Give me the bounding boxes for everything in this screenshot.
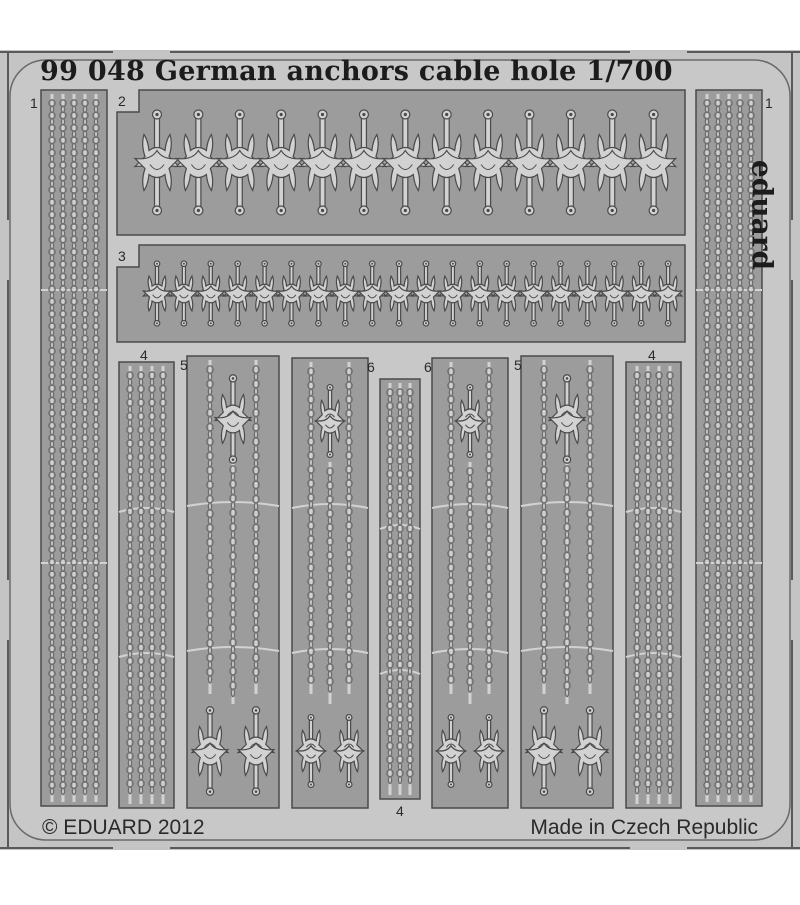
anchor-part [464,149,512,216]
anchor-part [652,284,684,327]
anchor-part [276,284,307,327]
anchor-part [505,149,554,216]
anchor-part [598,284,630,327]
anchor-part [333,744,365,789]
anchor-part [222,284,254,327]
part-number-label: 4 [396,803,404,819]
chain-strip-part-1 [695,89,763,807]
anchor-part [133,149,181,216]
part-number-label: 4 [140,347,148,363]
anchor-part [629,149,678,216]
anchor-part [435,744,467,789]
anchor-part [190,741,230,796]
part-number-label: 1 [30,95,38,111]
anchor-part [381,149,429,216]
anchor-part [314,414,346,459]
anchor-part [545,284,576,327]
anchor-part [383,284,415,327]
anchor-part [572,284,603,327]
anchor-part [464,284,496,327]
anchor-part [588,149,636,216]
brand-logo: eduard [745,159,779,271]
chain-strip-part-1 [40,89,108,807]
anchor-part [174,149,223,216]
anchor-part [329,284,361,327]
part-number-label: 6 [424,359,432,375]
anchor-part [340,149,388,216]
anchor-part [195,284,227,327]
sheet-title: 99 048 German anchors cable hole 1/700 [40,56,673,87]
fret-rails [0,51,800,849]
chain-panel-part-4 [118,361,175,809]
anchor-part [410,284,442,327]
part-number-label: 6 [367,359,375,375]
fret-side-rails [7,52,793,848]
anchor-part [298,149,347,216]
anchor-part [168,284,200,327]
anchor-part [547,409,587,464]
anchor-part [314,383,346,428]
part-number-label: 1 [765,95,773,111]
anchor-part [295,744,327,789]
chain-panel-part-4 [625,361,682,809]
anchor-part [547,149,595,216]
anchor-part [236,741,276,796]
anchor-part [423,149,471,216]
anchor-part [216,149,264,216]
anchor-part [257,149,305,216]
anchor-part [213,409,253,464]
anchor-part [303,284,334,327]
chain-panel-part-4 [379,378,421,800]
anchor-part [454,414,486,459]
anchor-part [518,284,549,327]
chain-panel-part-6 [291,357,369,809]
copyright-text: © EDUARD 2012 [42,816,205,839]
chain-panel-part-5 [186,355,280,809]
chain-panel-part-6 [431,357,509,809]
anchor-part [625,284,657,327]
anchor-part [249,284,280,327]
anchor-part [437,284,469,327]
anchor-part [524,741,564,796]
origin-text: Made in Czech Republic [530,816,758,839]
part-number-label: 3 [118,248,126,264]
part-number-label: 4 [648,347,656,363]
part-number-label: 5 [180,357,188,373]
anchor-panel-part-2 [116,89,686,236]
part-number-label: 5 [514,357,522,373]
chain-panel-part-5 [520,355,614,809]
anchor-part [141,284,173,327]
part-number-label: 2 [118,93,126,109]
anchor-panel-part-3 [116,244,686,343]
anchor-part [570,741,610,796]
anchor-part [356,284,388,327]
anchor-part [473,744,505,789]
anchor-part [491,284,523,327]
